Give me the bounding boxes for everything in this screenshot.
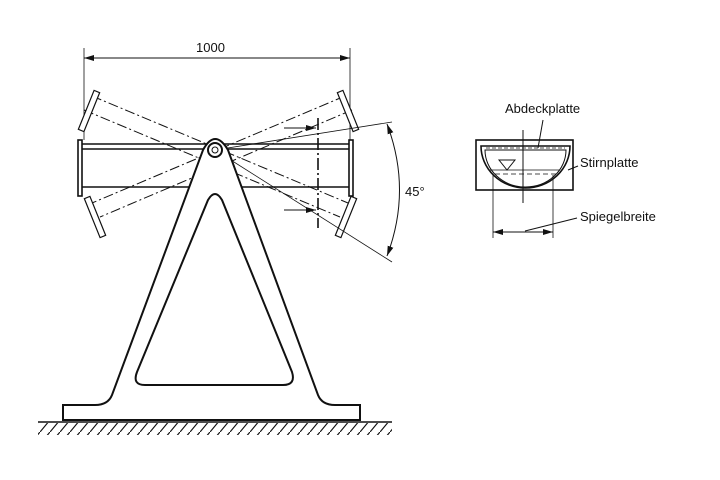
width-dimension-label: 1000 <box>196 40 225 55</box>
tilted-end-plates <box>77 89 360 239</box>
trough-cross-section <box>475 119 579 238</box>
section-markers <box>284 118 319 228</box>
cover-plate-label: Abdeckplatte <box>505 101 580 116</box>
ground <box>38 421 392 435</box>
end-plate-label: Stirnplatte <box>580 155 639 170</box>
stand-frame <box>62 138 361 421</box>
angle-label: 45° <box>405 184 425 199</box>
angle-dimension <box>214 121 400 263</box>
mirror-width-label: Spiegelbreite <box>580 209 656 224</box>
